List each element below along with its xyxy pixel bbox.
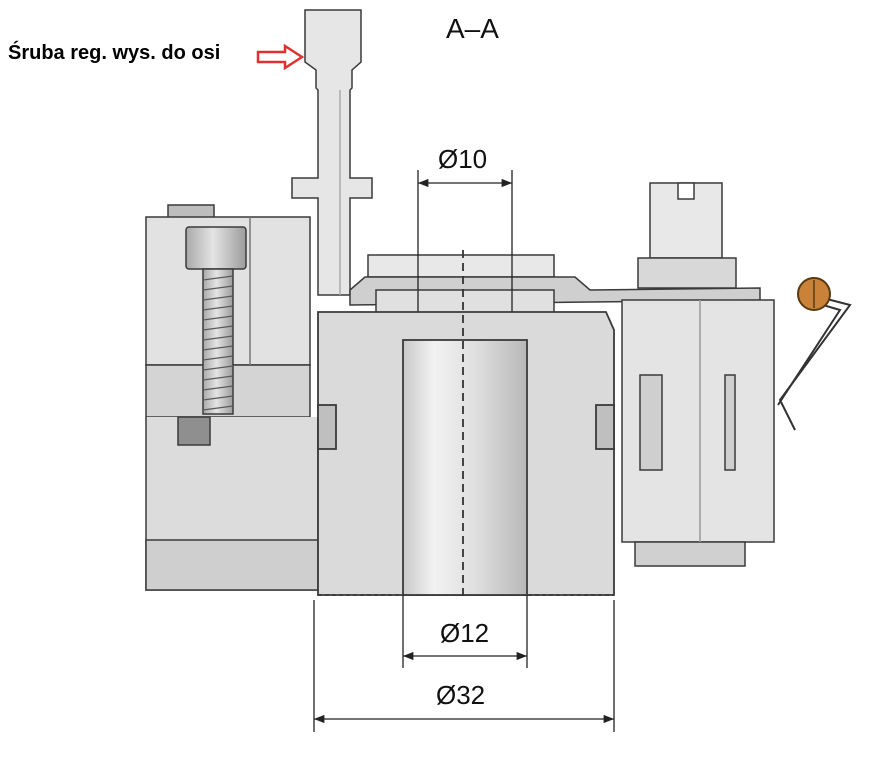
- callout-arrow-icon: [256, 43, 305, 71]
- left-bracket: [145, 204, 319, 591]
- callout-label: Śruba reg. wys. do osi: [8, 42, 220, 65]
- dimension-bore-bottom: [402, 595, 528, 668]
- bore-bushing: [402, 250, 528, 600]
- dim-label-bore-top: Ø10: [438, 144, 487, 174]
- right-assembly: [621, 182, 775, 567]
- pin-icon: [797, 277, 831, 311]
- dimension-bore-top: [417, 170, 513, 290]
- section-label: A–A: [446, 13, 499, 44]
- dimension-body-width: [313, 600, 615, 732]
- dim-label-body-width: Ø32: [436, 680, 485, 710]
- dim-label-bore-bottom: Ø12: [440, 618, 489, 648]
- callout-text: Śruba reg. wys. do osi: [8, 42, 221, 64]
- spring-clip: [777, 291, 852, 431]
- bolt-thread: [202, 275, 234, 411]
